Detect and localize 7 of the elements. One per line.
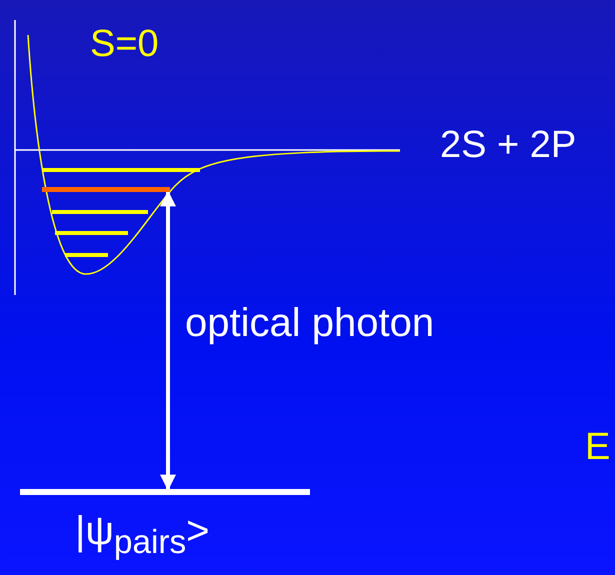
double-arrow — [160, 190, 176, 491]
text-label: E — [585, 428, 610, 466]
energy-level — [42, 187, 170, 192]
edge-label: optical photon — [185, 302, 434, 342]
text-label: S=0 — [90, 25, 159, 63]
state-label: |ψ$_{pairs}$> — [75, 511, 210, 560]
text-label: 2S + 2P — [440, 126, 576, 164]
